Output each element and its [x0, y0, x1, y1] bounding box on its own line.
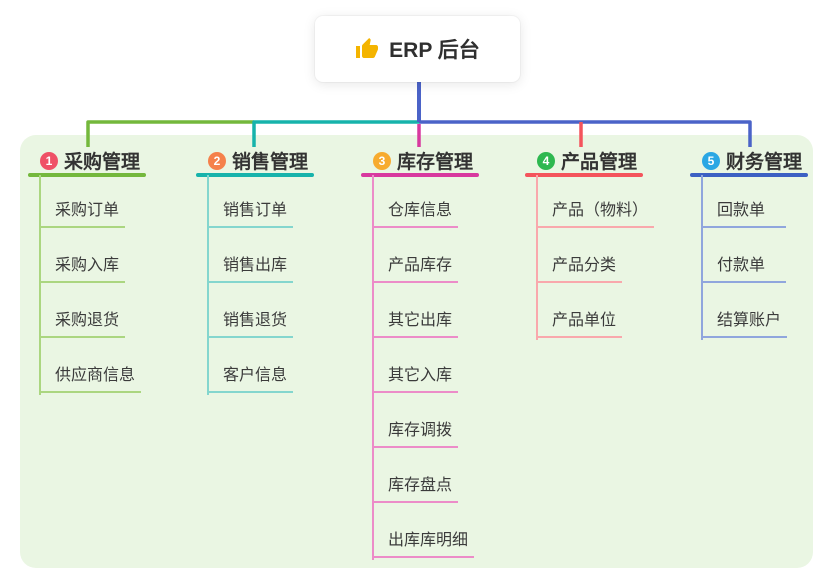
- branch-connector-line: [39, 175, 41, 395]
- branch-title-inventory[interactable]: 3 库存管理: [361, 148, 511, 173]
- root-node-label: ERP 后台: [389, 39, 480, 62]
- branch-title-label: 库存管理: [397, 152, 474, 173]
- branch-title-purchase[interactable]: 1 采购管理: [28, 148, 178, 173]
- branch-number-badge: 5: [702, 151, 720, 170]
- branch-connector-line: [536, 175, 538, 340]
- child-node-purchase-order[interactable]: 采购订单: [39, 198, 126, 228]
- child-node-outbound-detail[interactable]: 出库库明细: [372, 528, 475, 558]
- thumbs-up-icon: [356, 38, 379, 58]
- child-node-purchase-inbound[interactable]: 采购入库: [39, 253, 126, 283]
- child-node-sales-return[interactable]: 销售退货: [207, 308, 294, 338]
- child-node-customer-info[interactable]: 客户信息: [207, 363, 294, 393]
- branch-product-management: 4 产品管理 产品（物料） 产品分类 产品单位: [525, 148, 675, 340]
- child-node-other-inbound[interactable]: 其它入库: [372, 363, 459, 393]
- branch-title-label: 财务管理: [726, 152, 803, 173]
- child-node-sales-order[interactable]: 销售订单: [207, 198, 294, 228]
- branch-number-badge: 2: [208, 151, 226, 170]
- branch-connector-line: [701, 175, 703, 340]
- child-node-sales-outbound[interactable]: 销售出库: [207, 253, 294, 283]
- branch-inventory-management: 3 库存管理 仓库信息 产品库存 其它出库 其它入库 库存调拨 库存盘点 出库库…: [361, 148, 511, 560]
- branch-title-label: 产品管理: [561, 152, 638, 173]
- branch-title-finance[interactable]: 5 财务管理: [690, 148, 839, 173]
- branch-connector-line: [372, 175, 374, 560]
- child-node-supplier-info[interactable]: 供应商信息: [39, 363, 142, 393]
- root-node[interactable]: ERP 后台: [315, 16, 520, 82]
- child-node-stock-transfer[interactable]: 库存调拨: [372, 418, 459, 448]
- child-node-product-category[interactable]: 产品分类: [536, 253, 623, 283]
- branch-title-product[interactable]: 4 产品管理: [525, 148, 675, 173]
- branch-title-label: 采购管理: [64, 152, 141, 173]
- child-node-warehouse-info[interactable]: 仓库信息: [372, 198, 459, 228]
- background-panel: [20, 135, 813, 568]
- branch-underline: [196, 173, 314, 177]
- branch-purchase-management: 1 采购管理 采购订单 采购入库 采购退货 供应商信息: [28, 148, 178, 395]
- child-node-purchase-return[interactable]: 采购退货: [39, 308, 126, 338]
- branch-number-badge: 4: [537, 151, 555, 170]
- edge-branch-purchase: [86, 120, 254, 147]
- child-node-product-material[interactable]: 产品（物料）: [536, 198, 655, 228]
- child-node-product-unit[interactable]: 产品单位: [536, 308, 623, 338]
- child-node-receipt-slip[interactable]: 回款单: [701, 198, 786, 228]
- branch-connector-line: [207, 175, 209, 395]
- branch-finance-management: 5 财务管理 回款单 付款单 结算账户: [690, 148, 839, 340]
- child-node-settlement-account[interactable]: 结算账户: [701, 308, 788, 338]
- branch-underline: [361, 173, 479, 177]
- edge-branch-finance: [419, 120, 752, 147]
- branch-underline: [525, 173, 643, 177]
- child-node-product-stock[interactable]: 产品库存: [372, 253, 459, 283]
- branch-sales-management: 2 销售管理 销售订单 销售出库 销售退货 客户信息: [196, 148, 346, 395]
- branch-underline: [28, 173, 146, 177]
- branch-number-badge: 3: [373, 151, 391, 170]
- branch-title-label: 销售管理: [232, 152, 309, 173]
- child-node-payment-slip[interactable]: 付款单: [701, 253, 786, 283]
- child-node-other-outbound[interactable]: 其它出库: [372, 308, 459, 338]
- edge-branch-sales: [252, 120, 419, 147]
- branch-number-badge: 1: [40, 151, 58, 170]
- child-node-stock-take[interactable]: 库存盘点: [372, 473, 459, 503]
- branch-title-sales[interactable]: 2 销售管理: [196, 148, 346, 173]
- branch-underline: [690, 173, 808, 177]
